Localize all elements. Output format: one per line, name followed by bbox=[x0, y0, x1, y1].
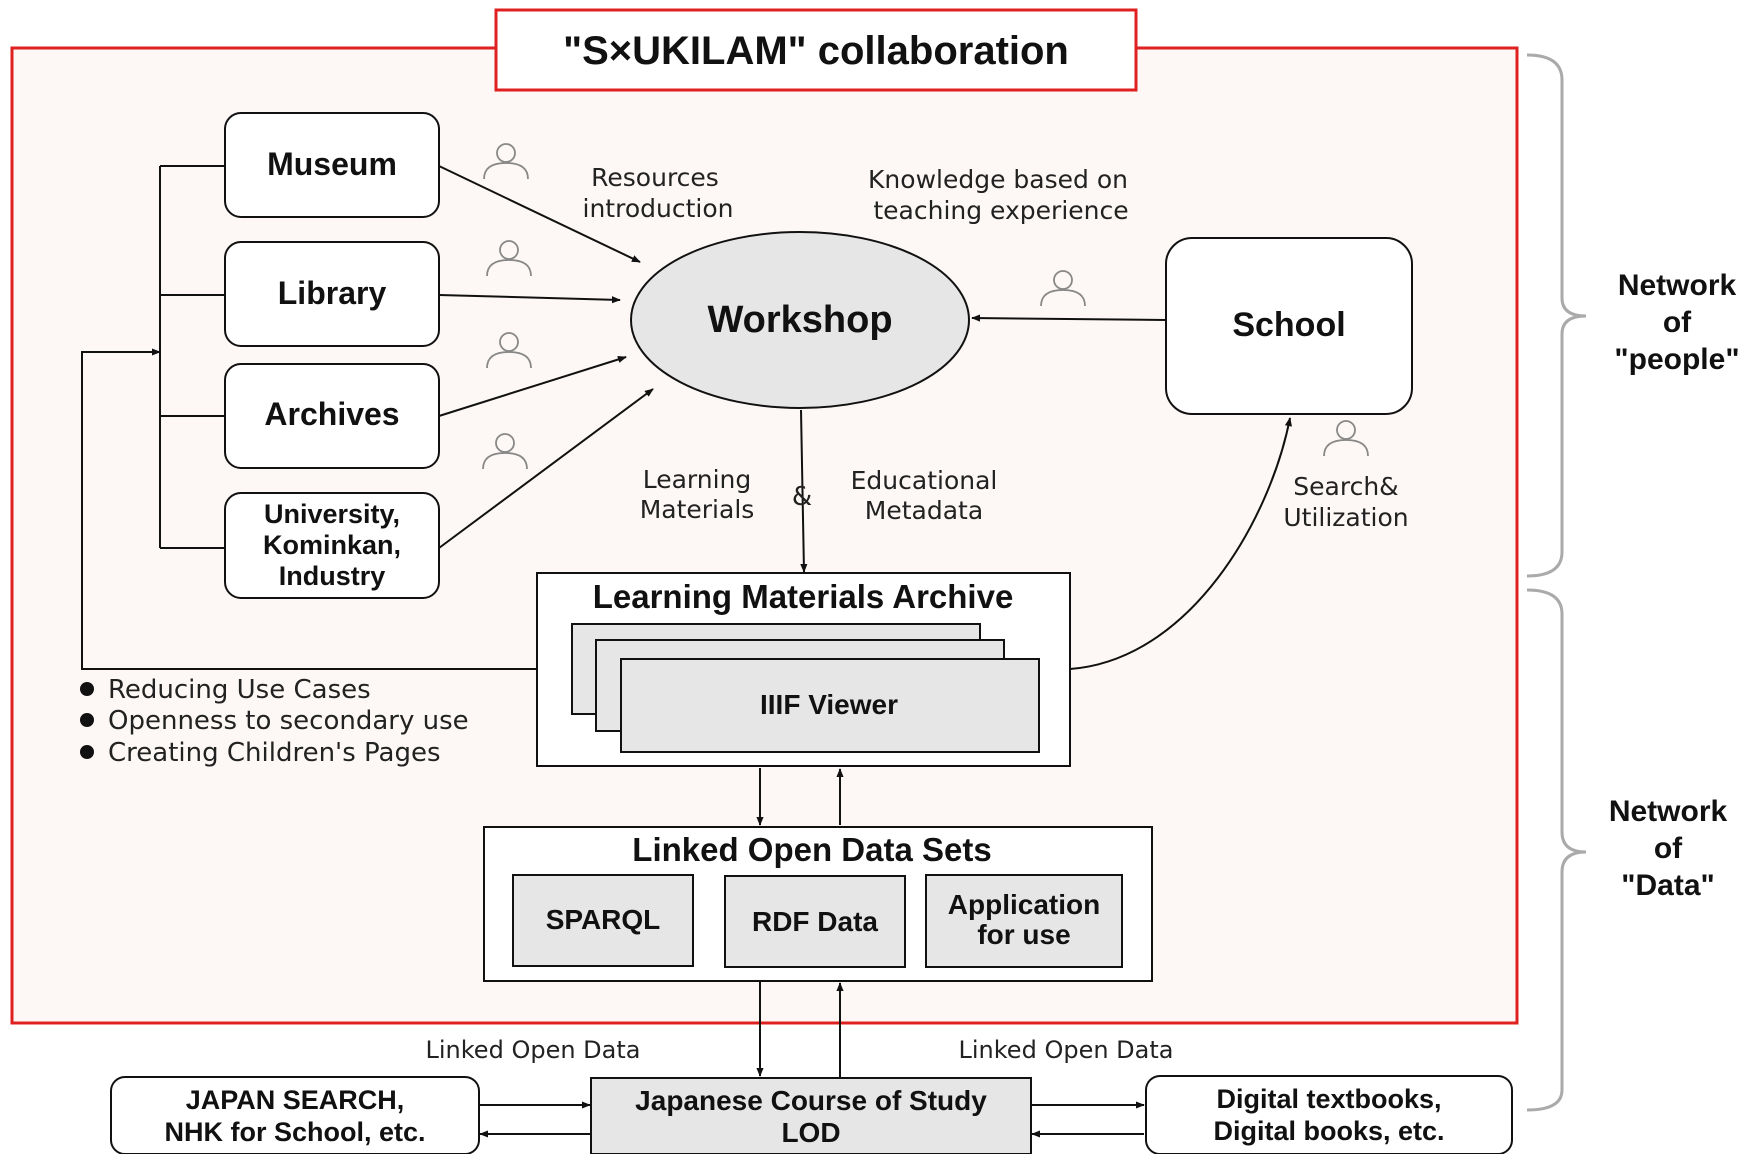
svg-text:teaching experience: teaching experience bbox=[873, 196, 1128, 225]
svg-text:for use: for use bbox=[977, 919, 1070, 950]
rdf-data-label: RDF Data bbox=[752, 906, 878, 937]
bottom-arrows bbox=[479, 1101, 1145, 1138]
digital-textbooks-box: Digital textbooks, Digital books, etc. bbox=[1145, 1075, 1513, 1154]
svg-text:Museum: Museum bbox=[267, 146, 397, 182]
feedback-arrow bbox=[81, 348, 537, 670]
university-box: University, Kominkan, Industry bbox=[224, 492, 440, 599]
search-arrow bbox=[1069, 417, 1292, 670]
library-box: Library bbox=[224, 241, 440, 347]
svg-text:Workshop: Workshop bbox=[707, 299, 892, 341]
ampersand-label: & bbox=[792, 482, 812, 512]
svg-text:Learning: Learning bbox=[643, 465, 752, 494]
network-data-label: Network of "Data" bbox=[1609, 795, 1728, 902]
educational-metadata-label: Educational Metadata bbox=[851, 466, 998, 525]
svg-text:Network: Network bbox=[1618, 269, 1737, 302]
archive-lod-arrows bbox=[756, 768, 844, 826]
svg-text:Creating Children's Pages: Creating Children's Pages bbox=[108, 738, 441, 768]
svg-text:Search&: Search& bbox=[1293, 472, 1398, 501]
svg-text:Utilization: Utilization bbox=[1283, 503, 1408, 532]
svg-text:Resources: Resources bbox=[591, 163, 719, 192]
school-box: School bbox=[1165, 237, 1413, 415]
network-people-label: Network of "people" bbox=[1614, 269, 1739, 376]
svg-text:"Data": "Data" bbox=[1621, 869, 1714, 902]
svg-text:University,: University, bbox=[264, 499, 400, 529]
people-brace bbox=[1526, 53, 1587, 578]
museum-box: Museum bbox=[224, 112, 440, 218]
data-brace bbox=[1526, 588, 1587, 1112]
svg-text:Archives: Archives bbox=[264, 396, 399, 432]
application-label: Application bbox=[948, 889, 1100, 920]
iiif-viewer-label: IIIF Viewer bbox=[760, 689, 898, 720]
resources-label: Resources introduction bbox=[583, 163, 734, 223]
lod-study-arrows bbox=[756, 982, 844, 1077]
institution-bracket bbox=[159, 165, 225, 549]
svg-text:Learning Materials Archive: Learning Materials Archive bbox=[593, 578, 1014, 615]
svg-text:Digital textbooks,: Digital textbooks, bbox=[1216, 1084, 1441, 1114]
svg-text:Educational: Educational bbox=[851, 466, 998, 495]
svg-text:Materials: Materials bbox=[640, 495, 755, 524]
course-of-study-box: Japanese Course of Study LOD bbox=[590, 1077, 1032, 1154]
svg-text:of: of bbox=[1654, 832, 1683, 865]
svg-text:JAPAN SEARCH,: JAPAN SEARCH, bbox=[186, 1085, 405, 1115]
title-box bbox=[494, 8, 1138, 92]
institution-arrows bbox=[438, 165, 1167, 573]
archives-box: Archives bbox=[224, 363, 440, 469]
japan-search-box: JAPAN SEARCH, NHK for School, etc. bbox=[110, 1076, 480, 1154]
svg-text:Industry: Industry bbox=[279, 561, 386, 591]
svg-text:Kominkan,: Kominkan, bbox=[263, 530, 401, 560]
svg-text:LOD: LOD bbox=[781, 1117, 840, 1148]
sparql-label: SPARQL bbox=[546, 904, 661, 935]
svg-text:Reducing Use Cases: Reducing Use Cases bbox=[108, 675, 371, 705]
linked-open-data-sets: Linked Open Data Sets SPARQL RDF Data Ap… bbox=[483, 826, 1153, 982]
learning-materials-label: Learning Materials bbox=[640, 465, 755, 524]
svg-text:of: of bbox=[1663, 306, 1692, 339]
svg-text:Library: Library bbox=[278, 275, 387, 311]
svg-text:Knowledge based on: Knowledge based on bbox=[868, 165, 1128, 194]
svg-text:Network: Network bbox=[1609, 795, 1728, 828]
svg-text:Linked Open Data Sets: Linked Open Data Sets bbox=[632, 831, 991, 868]
svg-text:Japanese Course of Study: Japanese Course of Study bbox=[635, 1085, 987, 1116]
workshop-node: Workshop bbox=[630, 231, 970, 409]
search-utilization-label: Search& Utilization bbox=[1283, 472, 1408, 532]
diagram-title: "S×UKILAM" collaboration bbox=[563, 29, 1069, 73]
knowledge-label: Knowledge based on teaching experience bbox=[868, 165, 1129, 225]
learning-materials-archive: Learning Materials Archive IIIF Viewer bbox=[536, 572, 1071, 767]
lod-left-label: Linked Open Data bbox=[426, 1036, 641, 1064]
svg-text:"people": "people" bbox=[1614, 343, 1739, 376]
svg-text:Metadata: Metadata bbox=[865, 496, 983, 525]
svg-text:introduction: introduction bbox=[583, 194, 734, 223]
svg-text:School: School bbox=[1232, 306, 1345, 344]
svg-text:Openness to secondary use: Openness to secondary use bbox=[108, 706, 469, 736]
lod-right-label: Linked Open Data bbox=[959, 1036, 1174, 1064]
bullet-list: Reducing Use Cases Openness to secondary… bbox=[80, 675, 469, 768]
svg-text:NHK for School, etc.: NHK for School, etc. bbox=[164, 1117, 425, 1147]
svg-text:Digital books, etc.: Digital books, etc. bbox=[1213, 1116, 1444, 1146]
